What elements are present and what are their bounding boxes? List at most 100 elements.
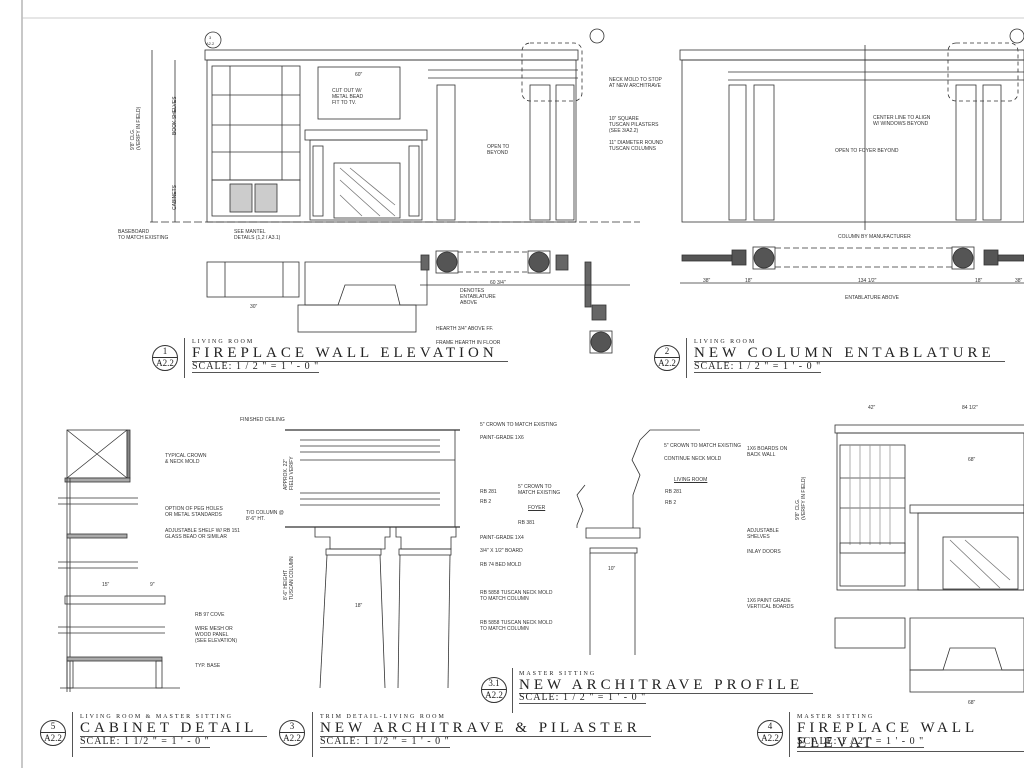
note-typical-crown: TYPICAL CROWN & NECK MOLD bbox=[165, 453, 207, 465]
note-frame-hearth: FRAME HEARTH IN FLOOR bbox=[436, 340, 501, 346]
note-living-room: LIVING ROOM bbox=[674, 477, 708, 483]
architrave-profile-3-1 bbox=[576, 429, 700, 655]
note-inlay: INLAY DOORS bbox=[747, 549, 781, 555]
sheet-number: A2.2 bbox=[156, 358, 174, 368]
column-entablature-2 bbox=[679, 28, 1024, 284]
note-neck2: RB 5858 TUSCAN NECK MOLD TO MATCH COLUMN bbox=[480, 620, 553, 632]
room-label: LIVING ROOM & MASTER SITTING bbox=[80, 714, 233, 720]
dim-label: 134 1/2" bbox=[858, 278, 877, 284]
note-rb381: RB 381 bbox=[518, 520, 535, 526]
scale-label: SCALE: 1 / 2 " = 1 ' - 0 " bbox=[519, 692, 647, 704]
drawing-title: NEW ARCHITRAVE PROFILE bbox=[519, 678, 814, 694]
note-rb281b: RB 281 bbox=[665, 489, 682, 495]
note-open-beyond: OPEN TO BEYOND bbox=[487, 144, 510, 156]
note-book-shelves: BOOK SHELVES bbox=[172, 96, 178, 135]
drawing-title: FIREPLACE WALL ELEVATION bbox=[192, 346, 508, 362]
note-to-column: T/O COLUMN @ 8'-6" HT. bbox=[246, 510, 284, 522]
note-cove: RB 97 COVE bbox=[195, 612, 225, 618]
note-cut-out: CUT OUT W/ METAL BEAD FIT TO TV. bbox=[332, 88, 364, 106]
scale-label: SCALE: 1 1/2 " = 1 ' - 0 " bbox=[320, 736, 450, 748]
divider bbox=[512, 668, 513, 713]
scale-label: SCALE: 1 / 2 " = 1 ' - 0 " bbox=[797, 736, 925, 748]
note-rb2b: RB 2 bbox=[665, 500, 677, 506]
note-ceiling: 9'8" CLG. (VERIFY IN FIELD) bbox=[130, 106, 142, 150]
dim-label: 15" bbox=[102, 582, 110, 588]
section-callout-ref: 3 bbox=[209, 35, 212, 40]
note-board: 3/4" x 1/2" BOARD bbox=[480, 548, 523, 554]
note-approx: APPROX. 22" FIELD VERIFY bbox=[283, 456, 295, 490]
note-column-mfr: COLUMN BY MANUFACTURER bbox=[838, 234, 911, 240]
dim-label: 84 1/2" bbox=[962, 405, 978, 411]
note-crown5: 5" CROWN TO MATCH EXISTING bbox=[480, 422, 558, 428]
architrave-pilaster-3 bbox=[285, 429, 460, 689]
note-columns: 11" DIAMETER ROUND TUSCAN COLUMNS bbox=[609, 140, 663, 152]
sheet-number: A2.2 bbox=[44, 733, 62, 743]
divider bbox=[686, 338, 687, 378]
note-cabinets: CABINETS bbox=[172, 184, 178, 210]
fireplace-elevation-1 bbox=[150, 28, 640, 223]
dim-label: 60 3/4" bbox=[490, 280, 506, 286]
fireplace-plan-1 bbox=[206, 250, 630, 354]
dim-label: 9" bbox=[150, 582, 155, 588]
detail-number: 5 bbox=[41, 721, 65, 733]
dim-label: 18" bbox=[975, 278, 983, 284]
dim-label: 18" bbox=[355, 603, 363, 609]
detail-number: 2 bbox=[655, 346, 679, 358]
note-see-mantel: SEE MANTEL DETAILS (1,2 / A3.1) bbox=[234, 229, 281, 241]
dim-label: 30" bbox=[250, 304, 258, 310]
fireplace-elevation-4 bbox=[834, 424, 1024, 693]
note-boards-back: 1x6 BOARDS ON BACK WALL bbox=[747, 446, 788, 458]
note-adj-shelves: ADJUSTABLE SHELVES bbox=[747, 528, 779, 540]
room-label: LIVING ROOM bbox=[192, 339, 255, 345]
scale-label: SCALE: 1 / 2 " = 1 ' - 0 " bbox=[694, 361, 822, 373]
note-peg-holes: OPTION OF PEG HOLES OR METAL STANDARDS bbox=[165, 506, 223, 518]
note-crown-match: 5" CROWN TO MATCH EXISTING bbox=[518, 484, 561, 496]
note-rb2: RB 2 bbox=[480, 499, 492, 505]
cabinet-detail-5 bbox=[58, 429, 180, 692]
note-finished-ceiling: FINISHED CEILING bbox=[240, 417, 285, 423]
note-foyer: FOYER bbox=[528, 505, 546, 511]
detail-number: 3 bbox=[280, 721, 304, 733]
drawing-title: FIREPLACE WALL ELEVAT bbox=[797, 721, 1024, 752]
divider bbox=[72, 712, 73, 757]
dim-label: 68" bbox=[968, 457, 976, 463]
note-neck1: RB 5858 TUSCAN NECK MOLD TO MATCH COLUMN bbox=[480, 590, 553, 602]
dim-label: 60" bbox=[355, 72, 363, 78]
dim-label: 68" bbox=[968, 700, 976, 706]
sheet-number: A2.2 bbox=[658, 358, 676, 368]
note-bed-mold: RB 74 BED MOLD bbox=[480, 562, 522, 568]
note-typ-base: TYP. BASE bbox=[195, 663, 221, 669]
detail-number: 1 bbox=[153, 346, 177, 358]
section-callout-sheet: A2.2 bbox=[206, 41, 215, 46]
note-paint1x6: PAINT-GRADE 1x6 bbox=[480, 435, 524, 441]
note-adj-shelf: ADJUSTABLE SHELF W/ RB 151 GLASS BEAD OR… bbox=[165, 528, 240, 540]
scale-label: SCALE: 1 1/2 " = 1 ' - 0 " bbox=[80, 736, 210, 748]
note-paint1x4: PAINT-GRADE 1x4 bbox=[480, 535, 524, 541]
room-label: LIVING ROOM bbox=[694, 339, 757, 345]
note-hearth: HEARTH 3/4" ABOVE FF. bbox=[436, 326, 494, 332]
sheet-number: A2.2 bbox=[485, 690, 503, 700]
divider bbox=[789, 712, 790, 757]
detail-number: 4 bbox=[758, 721, 782, 733]
note-denotes: DENOTES ENTABLATURE ABOVE bbox=[460, 288, 496, 306]
divider bbox=[312, 712, 313, 757]
dim-label: 38" bbox=[703, 278, 711, 284]
note-wire-mesh: WIRE MESH OR WOOD PANEL (SEE ELEVATION) bbox=[195, 626, 238, 644]
note-center-line: CENTER LINE TO ALIGN W/ WINDOWS BEYOND bbox=[873, 115, 931, 127]
dim-label: 38" bbox=[1015, 278, 1023, 284]
sheet-number: A2.2 bbox=[283, 733, 301, 743]
drawing-title: NEW ARCHITRAVE & PILASTER bbox=[320, 721, 651, 737]
drawing-title: CABINET DETAIL bbox=[80, 721, 268, 737]
note-clg4: 9'8" CLG. (VERIFY IN FIELD) bbox=[795, 476, 807, 520]
note-col-height: 8'-6" HEIGHT TUSCAN COLUMN bbox=[283, 556, 295, 600]
drawing-title: NEW COLUMN ENTABLATURE bbox=[694, 346, 1005, 362]
dim-label: 18" bbox=[745, 278, 753, 284]
note-rb281: RB 281 bbox=[480, 489, 497, 495]
divider bbox=[184, 338, 185, 378]
